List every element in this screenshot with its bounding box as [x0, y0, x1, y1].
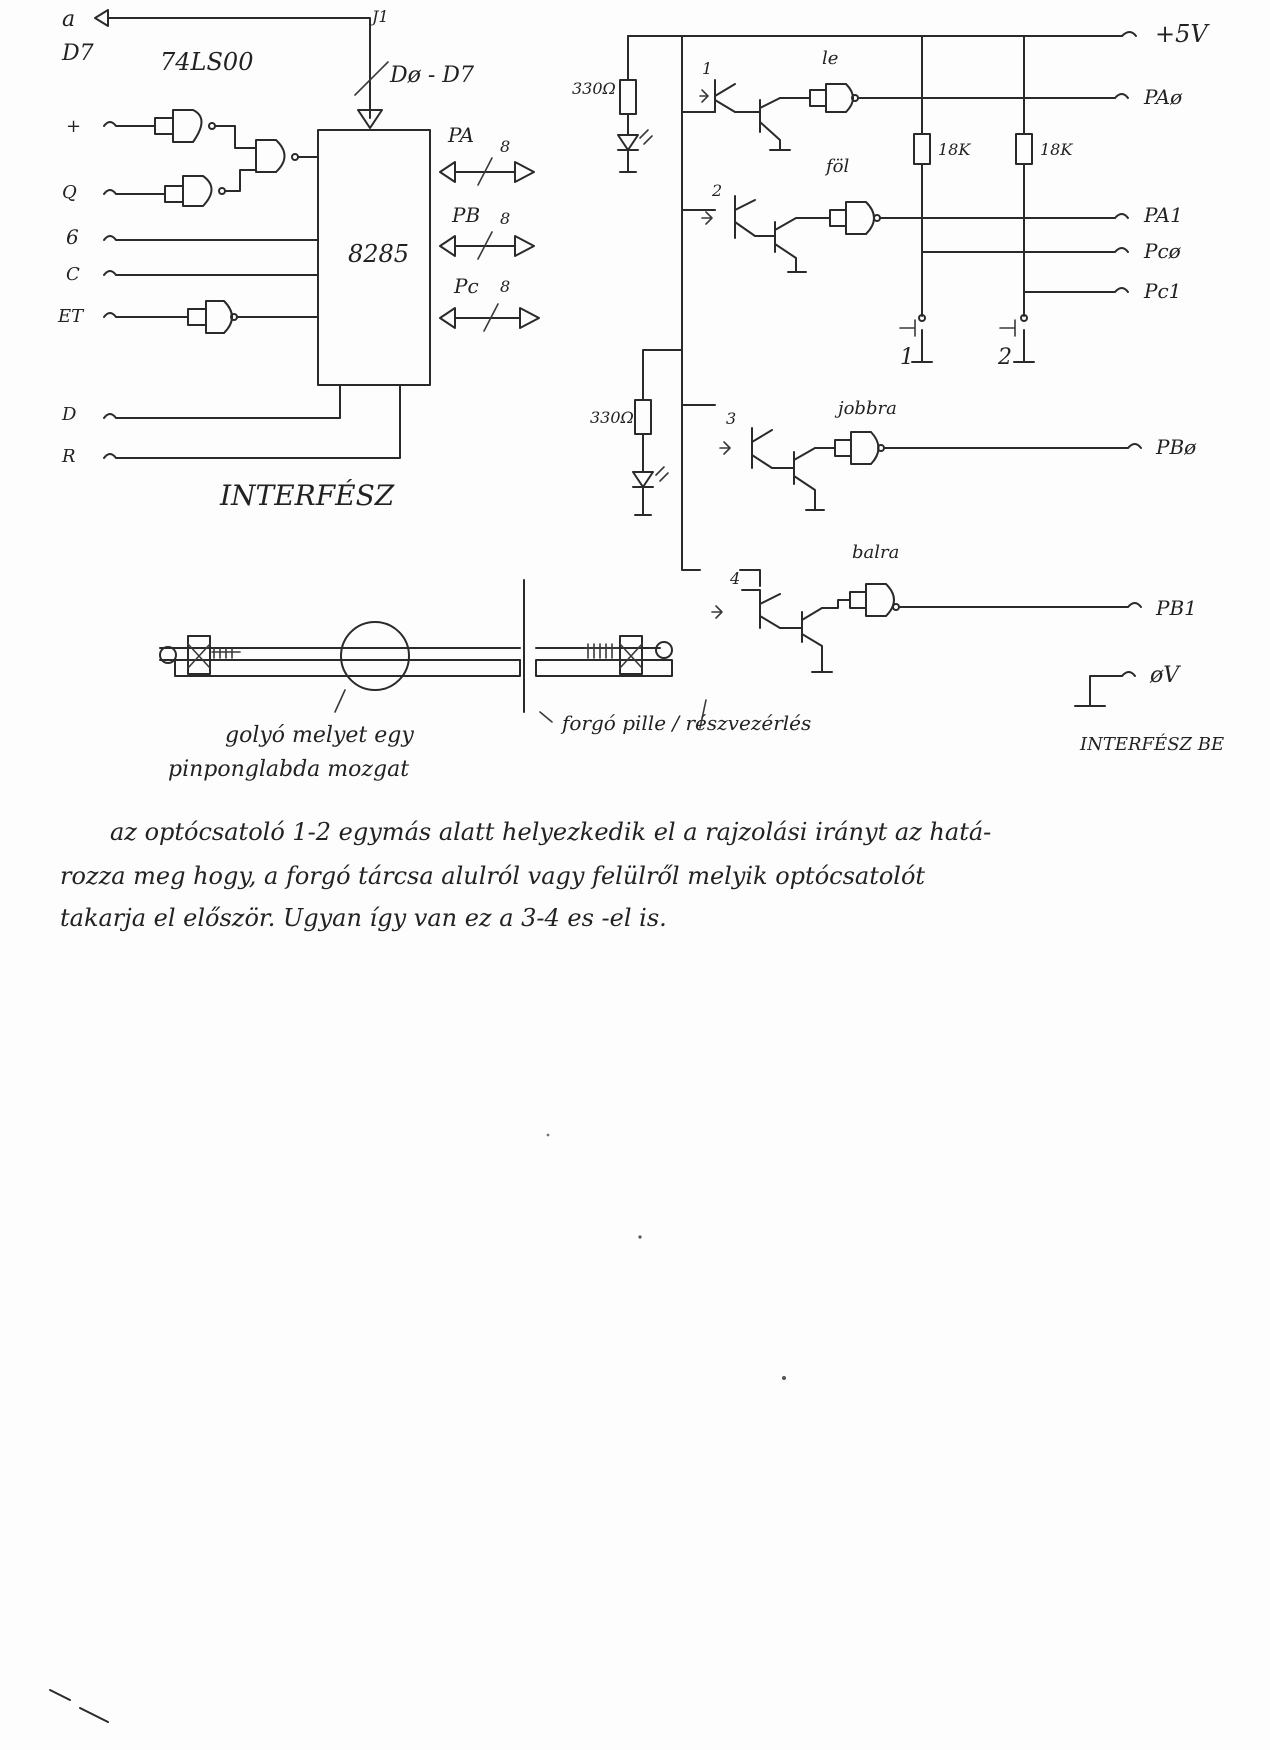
left-input-a: a [62, 7, 75, 32]
left-input-et: ET [57, 306, 85, 327]
supply-label: +5V [1155, 20, 1210, 48]
chip-label: 8285 [348, 240, 409, 268]
left-input-lines [103, 109, 401, 459]
left-input-6: 6 [66, 225, 79, 249]
pullup-network [899, 35, 1129, 363]
opto-2-dir: föl [824, 156, 849, 177]
ball [340, 621, 410, 691]
port-b-label: PB [451, 203, 480, 227]
opto-2-num: 2 [711, 181, 722, 200]
opto-3-dir: jobbra [834, 398, 897, 419]
ground-terminal [1074, 671, 1136, 707]
interface-in-label: INTERFÉSZ BE [1079, 732, 1224, 755]
opto-stage-4 [711, 569, 1142, 673]
opto-common-line [681, 35, 701, 571]
note-line-1: az optócsatoló 1-2 egymás alatt helyezke… [110, 818, 991, 846]
port-a-label: PA [447, 123, 474, 147]
pc1-label: Pc1 [1143, 279, 1181, 303]
opto-2-signal: PA1 [1143, 203, 1183, 227]
left-input-d7: D7 [61, 41, 94, 66]
left-input-plus: + [66, 116, 81, 137]
opto-3-signal: PBø [1155, 435, 1197, 459]
led-resistor-1: 330Ω [572, 79, 616, 98]
port-c-width: 8 [500, 277, 510, 296]
opto-1-num: 1 [702, 59, 712, 78]
led-resistor-2: 330Ω [590, 408, 634, 427]
port-arrows [439, 157, 540, 332]
data-bus-label: Dø - D7 [389, 63, 474, 88]
switch-2-label: 2 [997, 345, 1012, 370]
top-stub-label: J1 [369, 7, 389, 26]
gate-ic-label: 74LS00 [160, 48, 253, 76]
opto-stage-2 [701, 195, 1129, 273]
data-bus [354, 39, 389, 129]
pc0-label: Pcø [1143, 239, 1182, 263]
note-line-3: takarja el először. Ugyan így van ez a 3… [60, 904, 667, 932]
caption-ball-line-2: pinponglabda mozgat [168, 757, 409, 782]
top-stub-line [94, 9, 371, 41]
left-input-d: D [61, 404, 77, 425]
left-input-q: Q [62, 182, 77, 203]
opto-4-dir: balra [852, 542, 899, 563]
opto-4-signal: PB1 [1155, 596, 1197, 620]
chip-8285 [317, 129, 431, 386]
mechanism-sketch [159, 579, 707, 729]
led-branch-2 [632, 349, 683, 516]
opto-stage-3 [719, 427, 1142, 511]
opto-common-taps [681, 111, 716, 406]
note-line-2: rozza meg hogy, a forgó tárcsa alulról v… [60, 862, 925, 890]
scan-specks [49, 1133, 786, 1723]
port-a-width: 8 [500, 137, 510, 156]
caption-ball-line-1: golyó melyet egy [225, 723, 414, 748]
left-input-r: R [61, 446, 76, 467]
led-branch-1 [617, 35, 653, 173]
opto-1-dir: le [822, 48, 838, 69]
interface-title: INTERFÉSZ [219, 479, 395, 512]
port-b-width: 8 [500, 209, 510, 228]
supply-terminal [1121, 31, 1137, 37]
pullup-1-label: 18K [938, 140, 971, 159]
opto-1-signal: PAø [1143, 85, 1183, 109]
port-c-label: Pc [453, 274, 479, 298]
opto-3-num: 3 [726, 409, 736, 428]
caption-disc: forgó pille / részvezérlés [560, 711, 811, 735]
ground-label: øV [1149, 663, 1181, 688]
opto-4-num: 4 [729, 569, 740, 588]
opto-stage-1 [699, 79, 1129, 151]
switch-1-label: 1 [900, 345, 914, 370]
pullup-2-label: 18K [1040, 140, 1073, 159]
left-input-c: C [66, 264, 80, 285]
